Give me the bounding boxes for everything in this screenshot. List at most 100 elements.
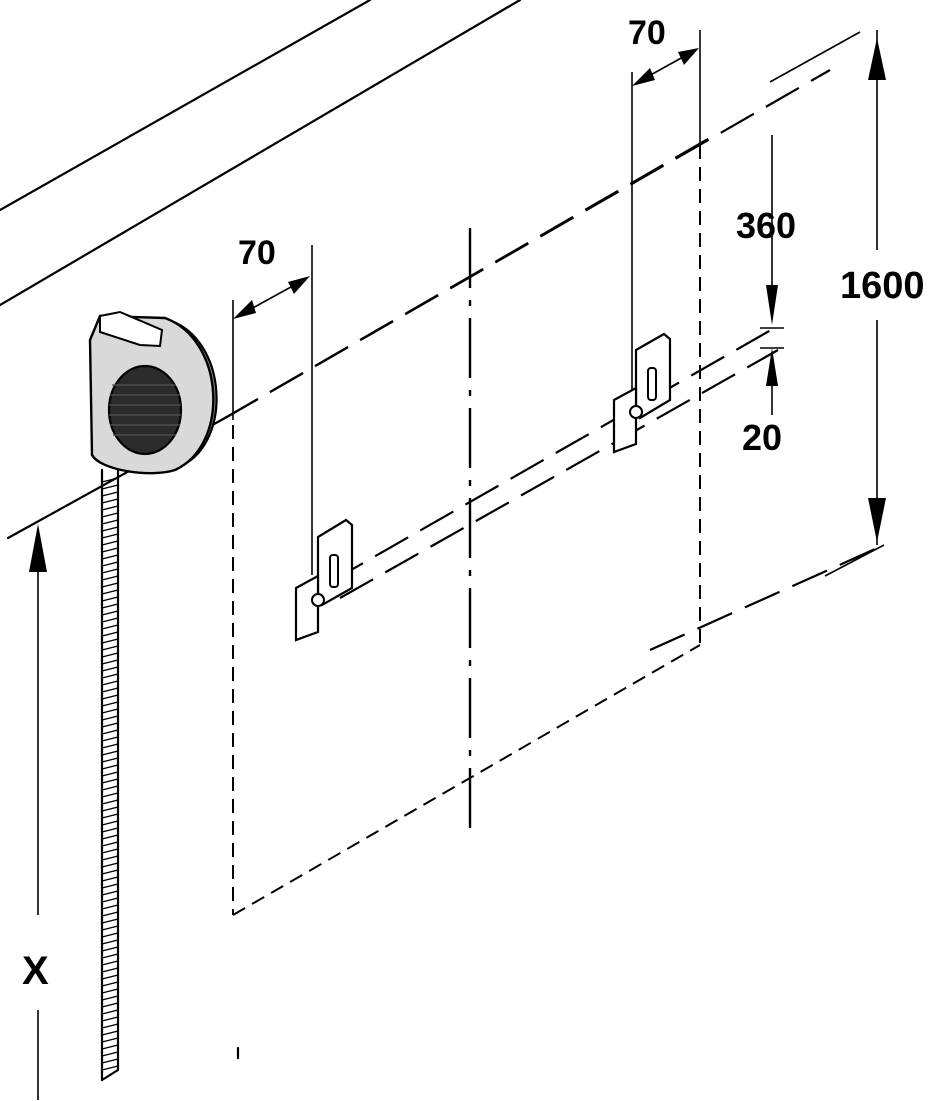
bracket-left-clip [294, 574, 320, 642]
chain-link [101, 771, 119, 777]
arrow-1600-up [868, 38, 886, 80]
dim-label-x: X [22, 949, 49, 993]
bottom-edge-right [649, 543, 885, 652]
chain-link [101, 953, 119, 959]
chain-link [101, 631, 119, 637]
chain-link [101, 624, 119, 630]
chain-link [101, 484, 119, 490]
chain-link [101, 722, 119, 728]
chain-link [101, 736, 119, 742]
chain-link [101, 596, 119, 602]
chain-link [101, 792, 119, 798]
chain-link [101, 582, 119, 588]
chain-link [101, 638, 119, 644]
chain-link [101, 967, 119, 973]
chain-link [101, 568, 119, 574]
chain-link [101, 764, 119, 770]
chain-link [101, 1009, 119, 1015]
chain-link [101, 477, 119, 483]
chain-link [101, 995, 119, 1001]
chain-link [101, 855, 119, 861]
dim-label-360: 360 [736, 205, 796, 246]
chain-link [101, 498, 119, 504]
roller-housing [88, 310, 218, 475]
chain-link [101, 617, 119, 623]
chain-link [101, 848, 119, 854]
chain-link [101, 897, 119, 903]
chain-link [101, 645, 119, 651]
chain-link [101, 1002, 119, 1008]
arrow-x-up [29, 524, 47, 572]
wall-edge-top [0, 0, 372, 212]
dim-label-1600: 1600 [840, 265, 925, 307]
bracket-right-slot [647, 367, 657, 401]
chain-link [101, 540, 119, 546]
housing-tab [99, 310, 164, 348]
chain-link [101, 862, 119, 868]
chain-link [101, 708, 119, 714]
chain-link [101, 519, 119, 525]
chain-link [101, 911, 119, 917]
chain-link [101, 1051, 119, 1057]
chain-link [101, 512, 119, 518]
chain-link [101, 1065, 119, 1071]
chain-link [101, 1030, 119, 1036]
chain-link [101, 785, 119, 791]
blind-bottom-edge [232, 644, 701, 916]
upper-rail-line [224, 131, 721, 419]
chain-link [101, 526, 119, 532]
arrow-1600-down [868, 498, 886, 542]
arrow-20-up [766, 348, 778, 386]
dimension-arrows [29, 38, 886, 1100]
chain-link [101, 491, 119, 497]
chain-link [101, 554, 119, 560]
chain-link [101, 799, 119, 805]
chain-link [101, 1058, 119, 1064]
chain-link [101, 1044, 119, 1050]
chain-link [101, 981, 119, 987]
chain-link [101, 729, 119, 735]
chain-link [101, 841, 119, 847]
roller-texture [109, 384, 181, 436]
bracket-right [612, 332, 672, 454]
chain-link [101, 988, 119, 994]
roller-face [107, 364, 183, 456]
bracket-right-plate [634, 332, 672, 420]
chain-link [101, 715, 119, 721]
bracket-left-plate [316, 518, 354, 607]
ext-1600-top [769, 31, 861, 83]
dim-label-70-left: 70 [238, 234, 276, 272]
chain-link [101, 904, 119, 910]
bracket-right-clip [612, 386, 638, 454]
chain-link [101, 883, 119, 889]
chain-link [101, 932, 119, 938]
chain-link [101, 890, 119, 896]
chain-link [101, 1023, 119, 1029]
arrow-70-left-a [233, 300, 256, 319]
chain-link [101, 743, 119, 749]
chain-link [101, 659, 119, 665]
chain-link [101, 666, 119, 672]
bracket-left-screw [311, 593, 325, 607]
chain-link [101, 876, 119, 882]
chain-link [101, 533, 119, 539]
chain-link [101, 757, 119, 763]
chain-link [101, 806, 119, 812]
pull-chain [100, 468, 120, 1082]
blind-outline [232, 145, 701, 916]
chain-link [101, 603, 119, 609]
chain-link [101, 778, 119, 784]
bracket-right-screw [629, 405, 643, 419]
chain-link [101, 813, 119, 819]
dim-label-20: 20 [742, 417, 782, 458]
chain-link [101, 974, 119, 980]
chain-link [101, 575, 119, 581]
chain-link [101, 750, 119, 756]
ext-1600-bottom [824, 544, 885, 577]
bracket-left [294, 518, 354, 642]
chain-link [101, 827, 119, 833]
chain-link [101, 820, 119, 826]
chain-link [101, 1016, 119, 1022]
chain-link [101, 687, 119, 693]
